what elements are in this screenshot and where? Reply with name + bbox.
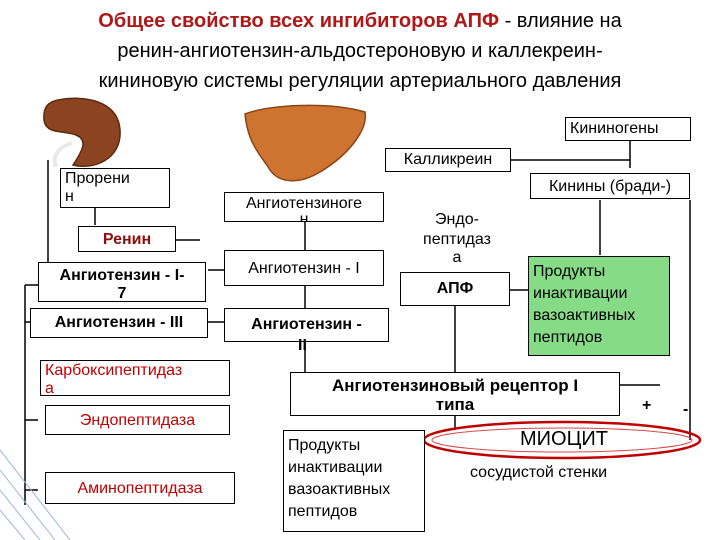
- renin-box: Ренин: [78, 226, 176, 252]
- endopeptidase-left-box: Эндопептидаза: [45, 405, 230, 435]
- bottom-line2: инактивации: [288, 459, 383, 476]
- minus-sign: -: [683, 401, 689, 418]
- angiotensin-2-box: Ангиотензин -: [224, 308, 389, 342]
- liver-illustration: [244, 104, 367, 182]
- myocyte-label: МИОЦИТ: [520, 428, 608, 450]
- ace-box: АПФ: [400, 272, 510, 306]
- title-line2: ренин-ангиотензин-альдостероновую и калл…: [117, 40, 603, 62]
- endopeptidase-top-line2: пептидаз: [423, 231, 491, 248]
- kininogens-box: Кининогены: [565, 117, 691, 141]
- angiotensin-1-label: Ангиотензин - I: [248, 260, 360, 277]
- angiotensin-1-box: Ангиотензин - I: [224, 250, 384, 286]
- carboxypeptidase-line2: а: [45, 380, 54, 397]
- title-bold-part: Общее свойство всех ингибиторов АПФ: [98, 10, 500, 32]
- angiotensin-2-label: Ангиотензин -: [251, 316, 362, 333]
- angiotensin-1-7-box: Ангиотензин - I- 7: [38, 262, 206, 302]
- prorenin-box: Прорени н: [60, 168, 170, 208]
- bottom-line1: Продукты: [288, 437, 361, 454]
- slide-title: Общее свойство всех ингибиторов АПФ - вл…: [0, 6, 720, 96]
- aminopeptidase-label: Аминопептидаза: [77, 480, 203, 497]
- renin-label: Ренин: [102, 231, 152, 248]
- inactivation-products-bottom-box: Продукты инактивации вазоактивных пептид…: [283, 430, 425, 532]
- angiotensinogen-label-line2: н: [299, 211, 309, 222]
- kinins-label: Кинины (бради-): [548, 178, 672, 195]
- endopeptidase-left-label: Эндопептидаза: [79, 412, 196, 429]
- carboxypeptidase-line1: Карбоксипептидаз: [45, 362, 183, 379]
- title-line3: кининовую системы регуляции артериальног…: [98, 70, 622, 92]
- kallikrein-box: Калликреин: [385, 148, 511, 172]
- bottom-line3: вазоактивных: [288, 481, 391, 498]
- prorenin-label-line1: Прорени: [65, 170, 130, 187]
- vascular-wall-label: сосудистой стенки: [470, 464, 608, 481]
- kidney-illustration: [43, 97, 121, 168]
- green-line4: пептидов: [533, 329, 603, 346]
- corner-decoration: [0, 449, 71, 540]
- ace-label: АПФ: [436, 280, 474, 297]
- receptor-box: Ангиотензиновый рецептор I типа: [290, 372, 620, 416]
- angiotensin-2-suffix: II: [298, 337, 307, 354]
- kininogens-label: Кининогены: [570, 120, 659, 137]
- inactivation-products-green-box: Продукты инактивации вазоактивных пептид…: [528, 256, 670, 356]
- carboxypeptidase-box: Карбоксипептидаз а: [40, 360, 230, 397]
- angiotensin-1-7-line1: Ангиотензин - I-: [59, 267, 185, 284]
- angiotensin-3-box: Ангиотензин - III: [30, 308, 208, 338]
- green-line1: Продукты: [533, 263, 606, 280]
- angiotensin-1-7-line2: 7: [117, 285, 127, 302]
- endopeptidase-top-line1: Эндо-: [435, 211, 479, 228]
- receptor-line1: Ангиотензиновый рецептор I: [331, 376, 579, 395]
- bottom-line4: пептидов: [288, 503, 358, 520]
- green-line3: вазоактивных: [533, 307, 636, 324]
- plus-sign: +: [642, 397, 652, 414]
- green-line2: инактивации: [533, 285, 628, 302]
- receptor-line2: типа: [435, 395, 475, 414]
- angiotensin-3-label: Ангиотензин - III: [54, 314, 184, 331]
- aminopeptidase-box: Аминопептидаза: [45, 472, 235, 504]
- angiotensinogen-label-line1: Ангиотензиноге: [245, 195, 363, 212]
- endopeptidase-top-label: Эндо- пептидаз а: [398, 210, 516, 268]
- angiotensinogen-box: Ангиотензиноге н: [224, 192, 384, 222]
- kinins-box: Кинины (бради-): [530, 173, 690, 199]
- kallikrein-label: Калликреин: [403, 151, 493, 168]
- endopeptidase-top-line3: а: [452, 249, 462, 266]
- title-rest-line1: - влияние на: [499, 10, 622, 32]
- prorenin-label-line2: н: [65, 188, 74, 205]
